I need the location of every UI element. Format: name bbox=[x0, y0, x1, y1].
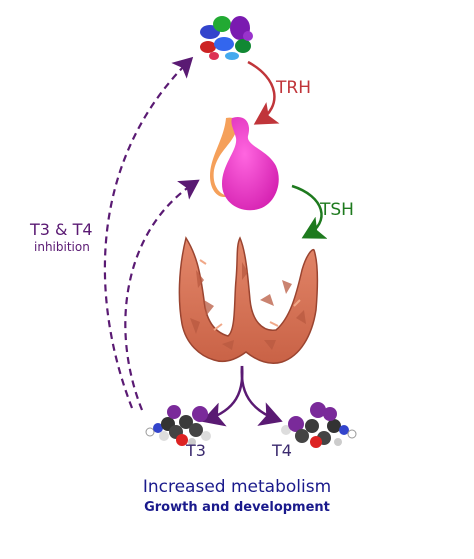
t3-molecule-icon bbox=[145, 405, 211, 446]
tsh-arrow bbox=[291, 184, 328, 239]
increased-metabolism-label: Increased metabolism bbox=[142, 477, 332, 497]
pituitary-gland-icon bbox=[210, 116, 279, 211]
thyroid-gland-icon bbox=[178, 236, 319, 364]
t3-production-arrow bbox=[201, 365, 244, 427]
growth-development-label: Growth and development bbox=[144, 500, 330, 515]
t3t4-feedback-to-hypothalamus-arrow bbox=[103, 56, 194, 409]
trh-arrow bbox=[247, 60, 280, 125]
t4-production-arrow bbox=[240, 365, 283, 426]
inhibition-label: inhibition bbox=[34, 240, 90, 254]
t4-label: T4 bbox=[272, 441, 292, 460]
t4-molecule-icon bbox=[281, 402, 357, 448]
trh-label: TRH bbox=[276, 78, 311, 98]
tsh-label: TSH bbox=[320, 200, 354, 220]
t3t4-feedback-to-pituitary-arrow bbox=[124, 179, 200, 411]
hypothalamus-icon bbox=[200, 16, 253, 60]
t3-t4-label: T3 & T4 bbox=[30, 220, 93, 239]
t3-label: T3 bbox=[186, 441, 206, 460]
